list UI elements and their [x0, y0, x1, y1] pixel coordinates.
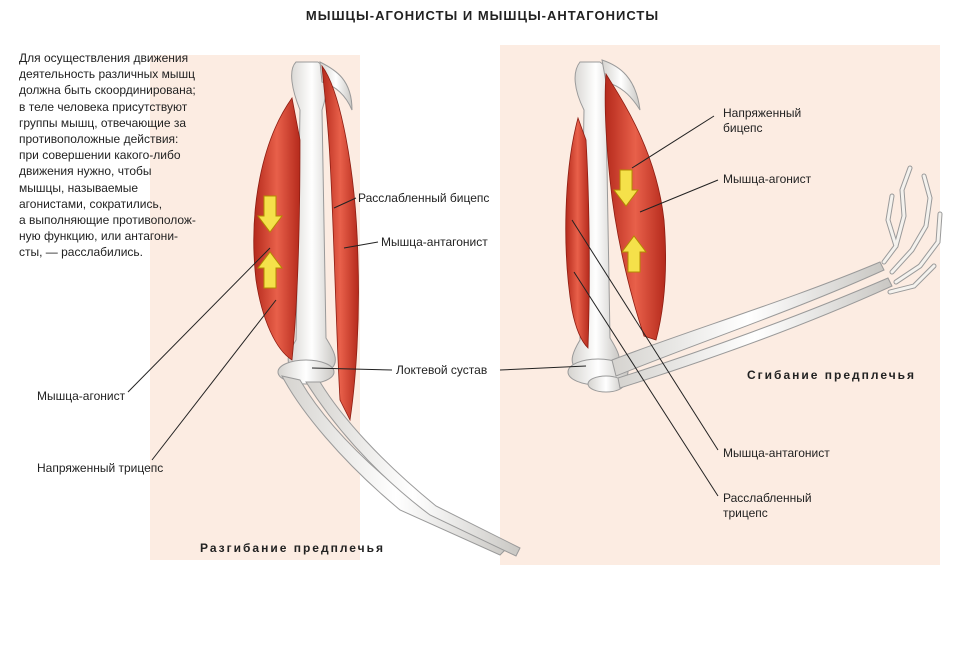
right-arrow-up [621, 235, 647, 273]
right-skin-background [500, 45, 940, 565]
leader-antagonist-left [343, 241, 379, 249]
right-triceps-muscle [565, 116, 590, 349]
label-elbow-joint: Локтевой сустав [396, 363, 488, 377]
label-antagonist-left: Мышца-антагонист [381, 235, 488, 249]
right-radius [617, 277, 893, 389]
label-agonist-right: Мышца-агонист [723, 172, 812, 186]
caption-extension: Разгибание предплечья [200, 541, 386, 555]
right-arm-figure [565, 59, 943, 393]
leader-relaxed-triceps [573, 271, 719, 497]
leader-tense-triceps [151, 299, 277, 461]
left-arrow-down [257, 195, 283, 233]
label-antagonist-right: Мышца-антагонист [723, 446, 830, 460]
leader-tense-biceps [631, 115, 715, 169]
left-arrow-up [257, 251, 283, 289]
right-arrow-down [613, 169, 639, 207]
right-ulna [611, 261, 885, 377]
label-relaxed-biceps: Расслабленный бицепс [358, 191, 490, 205]
left-biceps-muscle [321, 64, 359, 422]
page-title: МЫШЦЫ-АГОНИСТЫ И МЫШЦЫ-АНТАГОНИСТЫ [305, 8, 660, 23]
leader-agonist-right [639, 179, 719, 213]
intro-paragraph: Для осуществления движения деятельность … [19, 51, 196, 260]
left-triceps-muscle [253, 97, 301, 361]
leader-antagonist-right [571, 219, 719, 451]
left-radius [305, 381, 521, 557]
left-arm-figure [253, 61, 521, 557]
leader-relaxed-biceps [333, 197, 357, 209]
leader-elbow-left [311, 367, 393, 371]
caption-flexion: Сгибание предплечья [747, 368, 917, 382]
label-tense-triceps: Напряженный трицепс [37, 461, 164, 475]
leader-agonist-left [127, 247, 271, 393]
label-relaxed-triceps: Расслабленный трицепс [723, 491, 812, 520]
label-agonist-left: Мышца-агонист [37, 389, 126, 403]
leader-elbow-right [499, 365, 587, 371]
label-tense-biceps: Напряженный бицепс [723, 106, 802, 135]
right-scapula [601, 59, 641, 111]
